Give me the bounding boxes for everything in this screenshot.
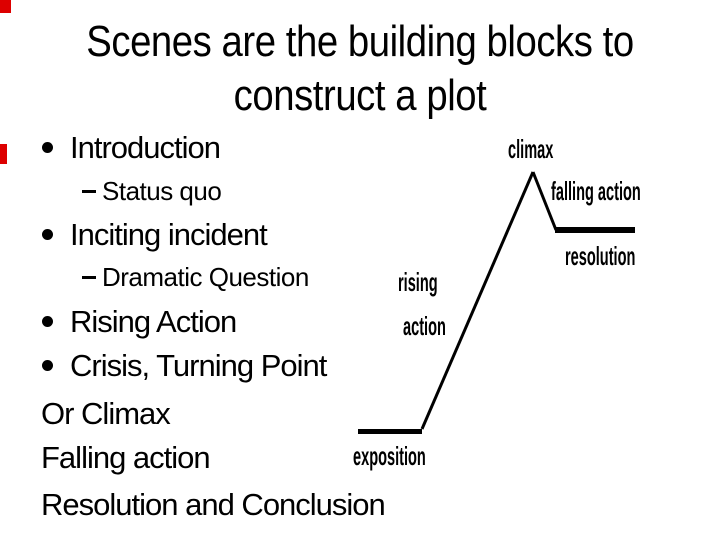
- red-edge-mark: [0, 144, 7, 164]
- text-line-resolution-conclusion: Resolution and Conclusion: [41, 487, 386, 522]
- plain-text: Or Climax: [41, 396, 171, 431]
- exposition-baseline: [358, 429, 422, 434]
- text-line-or-climax: Or Climax: [41, 396, 171, 431]
- text-line-falling-action: Falling action: [41, 440, 211, 475]
- rising-action-label: action: [403, 311, 446, 341]
- rising-label: rising: [398, 267, 438, 297]
- bullet-dot-icon: [42, 360, 53, 371]
- plain-text: Falling action: [41, 440, 211, 475]
- resolution-label: resolution: [565, 241, 636, 271]
- bullet-text: Inciting incident: [70, 217, 268, 252]
- dash-icon: [82, 276, 96, 279]
- bullet-dot-icon: [42, 229, 53, 240]
- rising-action-line: [420, 171, 535, 430]
- bullet-item-introduction: Introduction: [42, 130, 221, 165]
- red-corner-mark: [0, 0, 11, 13]
- plain-text: Resolution and Conclusion: [41, 487, 386, 522]
- dash-icon: [82, 190, 96, 193]
- falling-action-label: falling action: [551, 176, 641, 206]
- bullet-dot-icon: [42, 316, 53, 327]
- slide-title-line-2: construct a plot: [233, 71, 487, 120]
- climax-label: climax: [508, 134, 554, 164]
- resolution-baseline: [555, 227, 635, 233]
- sub-bullet-text: Status quo: [102, 176, 222, 206]
- bullet-item-rising-action: Rising Action: [42, 304, 237, 339]
- bullet-dot-icon: [42, 142, 53, 153]
- slide-title: Scenes are the building blocks to constr…: [47, 15, 673, 123]
- slide-title-line-1: Scenes are the building blocks to: [86, 17, 634, 66]
- bullet-text: Introduction: [70, 130, 221, 165]
- bullet-item-crisis-turning-point: Crisis, Turning Point: [42, 348, 327, 383]
- sub-bullet-dramatic-question: Dramatic Question: [82, 264, 309, 290]
- sub-bullet-text: Dramatic Question: [102, 262, 309, 292]
- bullet-text: Crisis, Turning Point: [70, 348, 327, 383]
- bullet-item-inciting-incident: Inciting incident: [42, 217, 268, 252]
- sub-bullet-status-quo: Status quo: [82, 176, 222, 206]
- bullet-text: Rising Action: [70, 304, 237, 339]
- exposition-label: exposition: [353, 441, 426, 471]
